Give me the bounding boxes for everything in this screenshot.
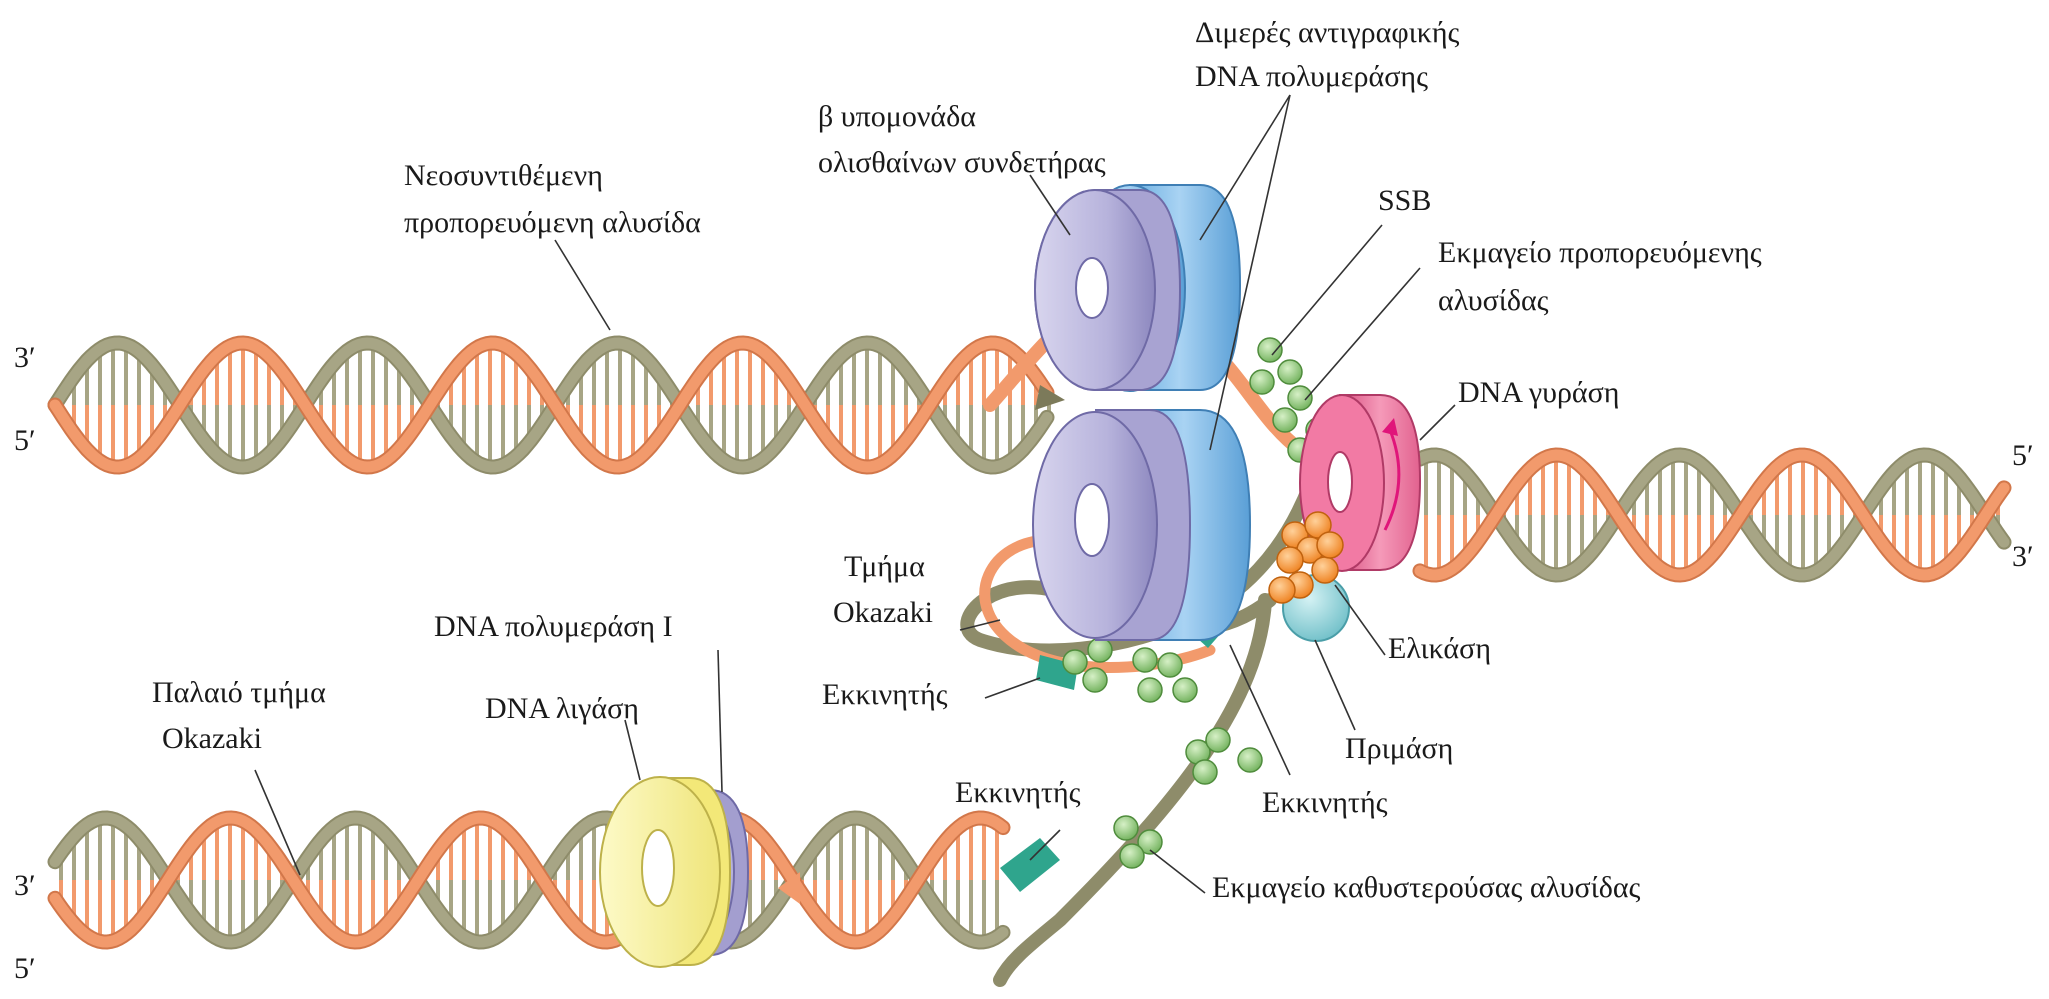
label-beta-subunit-line1: β υπομονάδα bbox=[818, 100, 976, 133]
end-bottom-left-3prime: 3′ bbox=[14, 869, 36, 902]
ssb-bead bbox=[1083, 668, 1107, 692]
helicase-subunit bbox=[1317, 532, 1343, 558]
end-right-3prime: 3′ bbox=[2012, 540, 2034, 573]
ssb-bead bbox=[1120, 844, 1144, 868]
ssb-bead bbox=[1133, 648, 1157, 672]
label-primer-center: Εκκινητής bbox=[1262, 786, 1388, 819]
ssb-bead bbox=[1063, 650, 1087, 674]
label-beta-subunit-line2: ολισθαίνων συνδετήρας bbox=[818, 146, 1106, 179]
ssb-bead bbox=[1193, 760, 1217, 784]
sliding-clamp-upper bbox=[1035, 190, 1180, 390]
ssb-bead bbox=[1158, 653, 1182, 677]
ssb-bead bbox=[1250, 370, 1274, 394]
helix-parental-duplex bbox=[1420, 455, 2004, 575]
ssb-bead bbox=[1288, 386, 1312, 410]
helix-leading-new bbox=[55, 343, 1049, 467]
ssb-bead bbox=[1206, 728, 1230, 752]
ssb-bead bbox=[1278, 360, 1302, 384]
label-old-okazaki-line1: Παλαιό τμήμα bbox=[152, 676, 326, 709]
label-okazaki-segment-line2: Okazaki bbox=[833, 596, 933, 629]
label-dna-polymerase-one: DNA πολυμεράση Ι bbox=[434, 610, 673, 643]
dna-ligase bbox=[600, 777, 730, 967]
label-new-leading-line1: Νεοσυντιθέμενη bbox=[404, 159, 603, 192]
label-primer-lower: Εκκινητής bbox=[955, 776, 1081, 809]
ssb-bead bbox=[1173, 678, 1197, 702]
label-okazaki-segment-line1: Τμήμα bbox=[844, 550, 925, 583]
ssb-bead bbox=[1238, 748, 1262, 772]
ssb-bead bbox=[1258, 338, 1282, 362]
label-leading-template-line1: Εκμαγείο προπορευόμενης bbox=[1438, 236, 1762, 269]
end-bottom-left-5prime: 5′ bbox=[14, 952, 36, 985]
label-lagging-template: Εκμαγείο καθυστερούσας αλυσίδας bbox=[1212, 871, 1641, 904]
end-top-left-3prime: 3′ bbox=[14, 341, 36, 374]
sliding-clamp-lower bbox=[1033, 410, 1190, 640]
label-primer-left: Εκκινητής bbox=[822, 678, 948, 711]
label-dimeric-polymerase-line1: Διμερές αντιγραφικής bbox=[1195, 16, 1460, 49]
primer-lower-block bbox=[1000, 838, 1060, 892]
label-primase: Πριμάση bbox=[1345, 732, 1453, 765]
label-helicase: Ελικάση bbox=[1388, 632, 1491, 665]
label-leading-template-line2: αλυσίδας bbox=[1438, 284, 1549, 317]
ssb-bead bbox=[1088, 638, 1112, 662]
end-right-5prime: 5′ bbox=[2012, 439, 2034, 472]
ssb-bead bbox=[1273, 408, 1297, 432]
label-new-leading-line2: προπορευόμενη αλυσίδα bbox=[404, 206, 701, 239]
end-top-left-5prime: 5′ bbox=[14, 424, 36, 457]
label-old-okazaki-line2: Okazaki bbox=[162, 722, 262, 755]
helix-lagging-finished bbox=[55, 818, 1003, 942]
helicase-subunit bbox=[1312, 557, 1338, 583]
helicase-subunit bbox=[1277, 547, 1303, 573]
label-dna-ligase: DNA λιγάση bbox=[485, 692, 639, 725]
label-dimeric-polymerase-line2: DNA πολυμεράσης bbox=[1195, 60, 1428, 93]
ssb-bead bbox=[1114, 816, 1138, 840]
label-dna-gyrase: DNA γυράση bbox=[1458, 376, 1620, 409]
helicase-subunit bbox=[1269, 577, 1295, 603]
label-ssb: SSB bbox=[1378, 184, 1431, 217]
ssb-bead bbox=[1138, 678, 1162, 702]
